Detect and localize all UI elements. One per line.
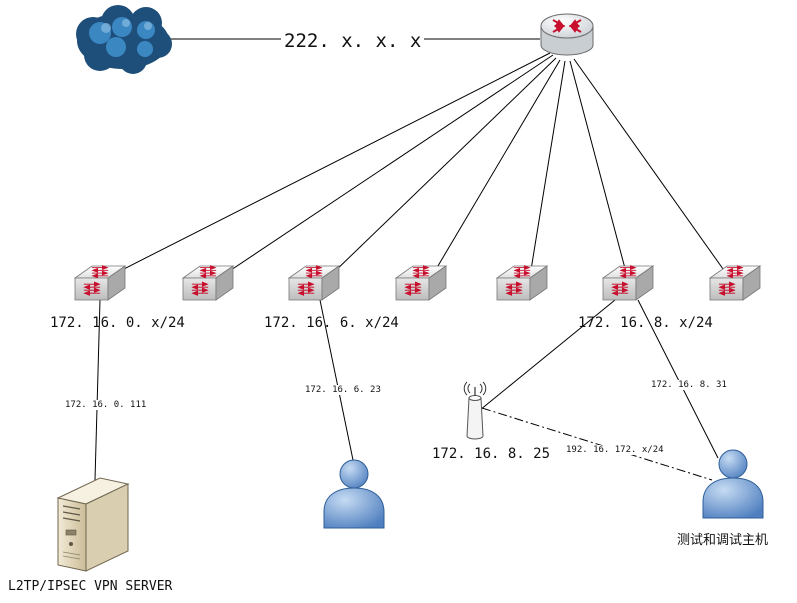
uplink-switch-3 xyxy=(329,57,557,277)
test-host-ip-label: 172. 16. 8. 31 xyxy=(650,380,728,390)
ap-link xyxy=(479,299,616,411)
wan-ip-label: 222. x. x. x xyxy=(281,30,425,52)
vpn-server-label: L2TP/IPSEC VPN SERVER xyxy=(8,579,173,594)
switch-icon xyxy=(708,265,762,301)
router-icon xyxy=(540,13,594,56)
server-icon xyxy=(56,477,130,572)
switch-icon xyxy=(495,265,549,301)
user-icon xyxy=(323,459,385,529)
wireless-ap-icon xyxy=(463,381,487,440)
user-icon xyxy=(702,449,764,519)
test-host-label: 测试和调试主机 xyxy=(677,533,769,548)
subnet-label-8: 172. 16. 8. x/24 xyxy=(578,315,713,331)
access-point-ip-label: 172. 16. 8. 25 xyxy=(432,446,551,462)
user-link xyxy=(319,299,354,461)
uplink-switch-2 xyxy=(221,54,554,277)
uplink-switch-7 xyxy=(573,58,729,277)
uplink-switch-1 xyxy=(109,52,551,277)
subnet-label-6: 172. 16. 6. x/24 xyxy=(264,315,399,331)
test-host-link xyxy=(637,299,719,459)
switch-icon xyxy=(181,265,235,301)
uplink-switch-5 xyxy=(529,60,566,277)
links xyxy=(94,38,729,481)
server-link xyxy=(94,299,101,481)
user-ip-label: 172. 16. 6. 23 xyxy=(304,385,382,395)
switch-icon xyxy=(601,265,655,301)
uplink-switch-4 xyxy=(431,59,561,277)
server-ip-label: 172. 16. 0. 111 xyxy=(64,400,148,410)
cloud-icon xyxy=(76,5,172,74)
wireless-subnet-label: 192. 16. 172. x/24 xyxy=(565,445,665,455)
subnet-label-0: 172. 16. 0. x/24 xyxy=(50,315,185,331)
uplink-switch-6 xyxy=(569,60,628,277)
wireless-link xyxy=(481,407,713,481)
switch-icon xyxy=(287,265,341,301)
switch-icon xyxy=(394,265,448,301)
switch-icon xyxy=(73,265,127,301)
